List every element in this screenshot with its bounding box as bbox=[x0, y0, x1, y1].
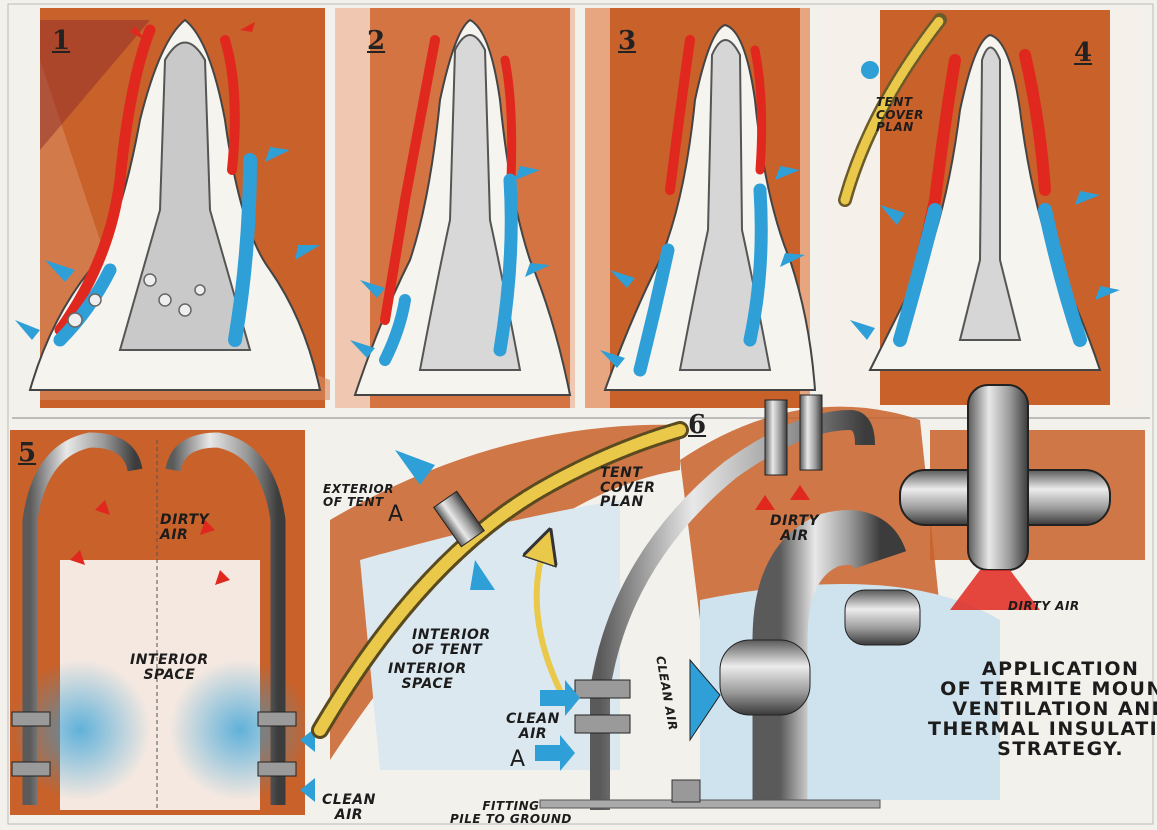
panel-5-arch bbox=[10, 430, 315, 815]
panel-4-mound bbox=[820, 8, 1140, 408]
panel-2-mound bbox=[335, 8, 575, 408]
clean-air-label-panel5: CLEAN AIR bbox=[322, 793, 376, 822]
interior-space-label-mid: INTERIOR SPACE bbox=[388, 662, 467, 691]
interior-space-label-panel5: INTERIOR SPACE bbox=[130, 653, 209, 682]
panel-number-3: 3 bbox=[618, 26, 636, 56]
clean-air-label-mid: CLEAN AIR bbox=[506, 712, 560, 741]
panel-1-mound bbox=[15, 8, 330, 408]
panel-6-cross-pipe bbox=[900, 385, 1145, 610]
drawing-title: APPLICATION OF TERMITE MOUND VENTILATION… bbox=[928, 660, 1157, 760]
dirty-air-label-right: DIRTY AIR bbox=[1008, 600, 1080, 613]
interior-of-tent-label: INTERIOR OF TENT bbox=[412, 628, 491, 657]
section-a-marker-top: A bbox=[388, 503, 404, 526]
panel-number-2: 2 bbox=[367, 26, 385, 56]
panel-number-4: 4 bbox=[1074, 38, 1092, 68]
dirty-air-label-panel6: DIRTY AIR bbox=[770, 514, 819, 543]
fitting-pile-label: FITTING PILE TO GROUND bbox=[450, 800, 572, 825]
tent-cover-plan-small-label: TENT COVER PLAN bbox=[876, 96, 924, 134]
panel-number-5: 5 bbox=[18, 438, 36, 468]
tent-cover-plan-label: TENT COVER PLAN bbox=[600, 466, 655, 510]
section-a-marker-bottom: A bbox=[510, 748, 526, 771]
panel-number-6: 6 bbox=[688, 410, 706, 440]
exterior-of-tent-label: EXTERIOR OF TENT bbox=[323, 483, 394, 508]
panel-3-mound bbox=[585, 8, 815, 408]
dirty-air-label-panel5: DIRTY AIR bbox=[160, 513, 209, 542]
panel-number-1: 1 bbox=[52, 26, 70, 56]
